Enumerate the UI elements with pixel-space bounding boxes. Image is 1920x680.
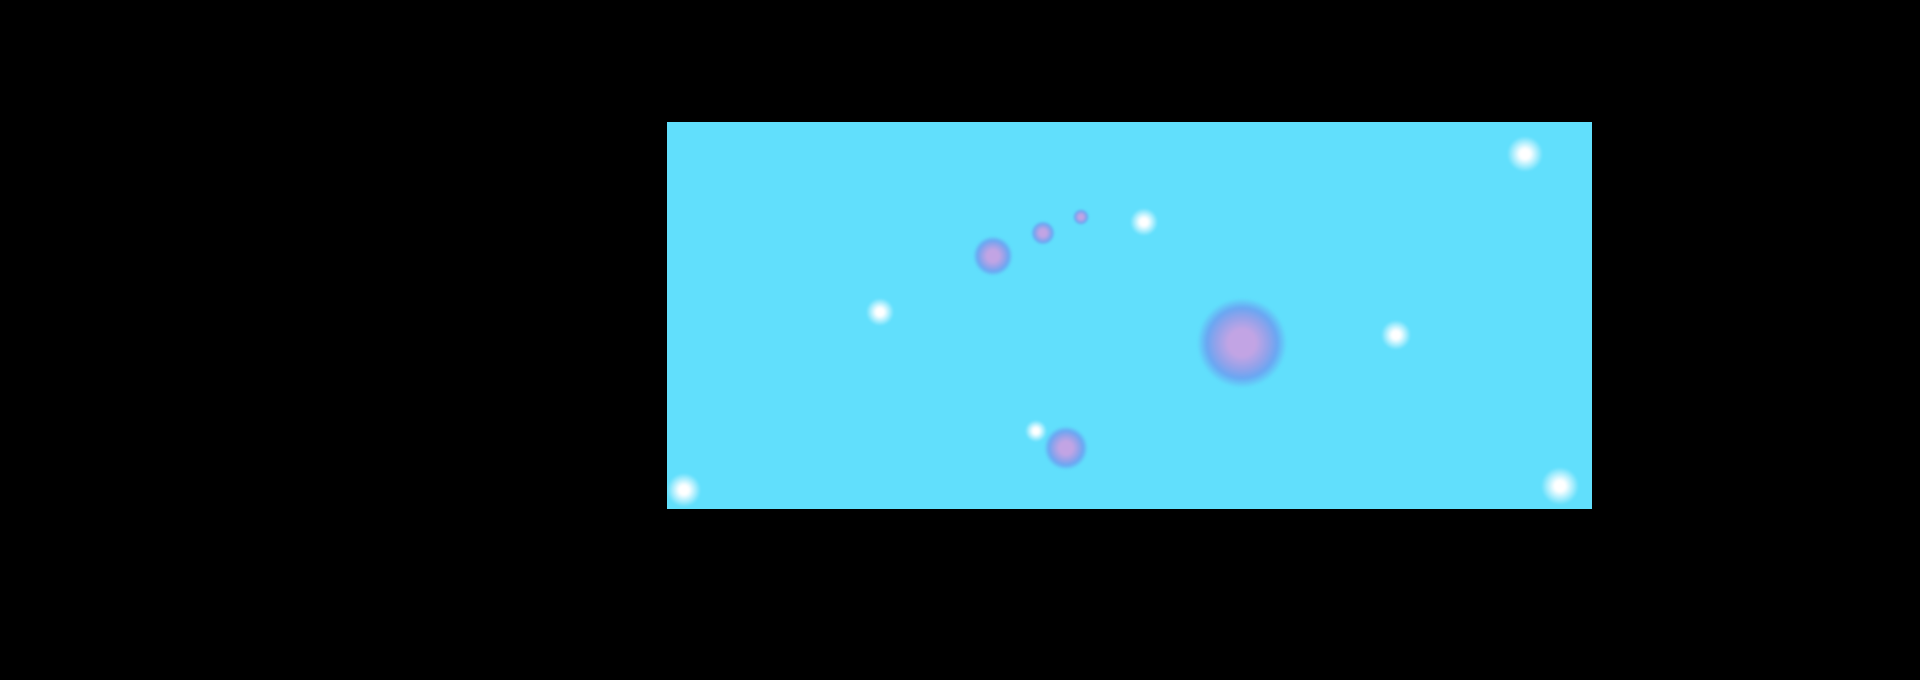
bubble-white[interactable] (1130, 208, 1158, 236)
bubble-purple[interactable] (1031, 221, 1055, 245)
bubble-white[interactable] (667, 473, 701, 507)
bubble-purple[interactable] (1197, 298, 1287, 388)
bubble-purple[interactable] (1044, 426, 1088, 470)
bubble-purple[interactable] (973, 236, 1013, 276)
bubble-white[interactable] (1507, 136, 1543, 172)
bubble-white[interactable] (866, 298, 894, 326)
bubble-white[interactable] (1541, 467, 1579, 505)
bubble-purple[interactable] (1073, 209, 1089, 225)
game-canvas[interactable] (667, 122, 1592, 509)
bubble-white[interactable] (1381, 320, 1411, 350)
bubble-white[interactable] (1025, 420, 1047, 442)
